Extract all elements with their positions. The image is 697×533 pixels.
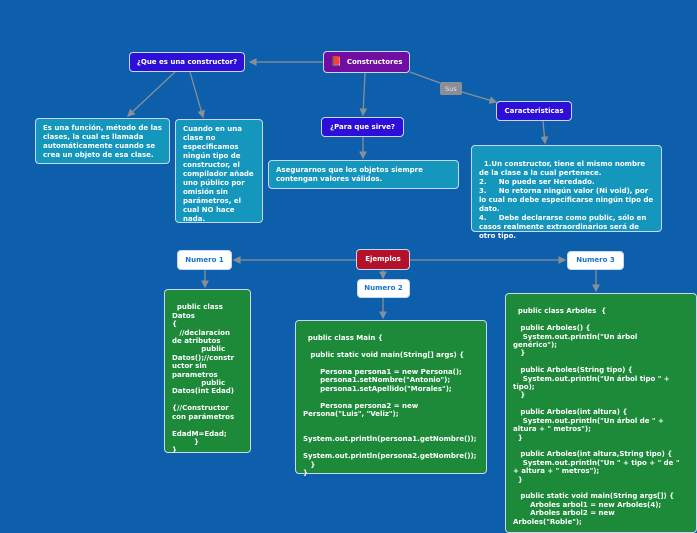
relation-text: Sus [445,84,457,93]
topic-ejemplos[interactable]: Ejemplos [356,249,410,270]
topic-label: ¿Para que sirve? [330,122,395,131]
answer-text: Cuando en una clase no especificamos nin… [183,125,254,223]
edge-characteristics-text [540,120,549,145]
edge-sus-characteristics [461,91,498,104]
topic-para-que-sirve[interactable]: ¿Para que sirve? [321,117,404,137]
topic-label: Caracteristicas [504,106,564,115]
answer-purpose[interactable]: Asegurarnos que los objetos siempre cont… [268,160,459,189]
answer-text: Es una función, método de las clases, la… [43,124,162,159]
example-label: Numero 1 [185,255,224,264]
topic-que-es-constructor[interactable]: ¿Que es una constructor? [129,52,245,72]
answer-text: Asegurarnos que los objetos siempre cont… [276,165,423,183]
code-block-numero-1[interactable]: public class Datos { //declaracion de at… [164,289,251,455]
code-text: public class Main { public static void m… [303,334,477,477]
edge-what-answer1 [127,71,176,117]
characteristics-text: 1.Un constructor, tiene el mismo nombre … [479,160,654,240]
example-numero-2[interactable]: Numero 2 [357,279,410,298]
edge-what-answer2 [189,71,205,119]
topic-label: ¿Que es una constructor? [136,57,238,66]
code-block-numero-2[interactable]: public class Main { public static void m… [295,320,487,477]
answer-default-constructor[interactable]: Cuando en una clase no especificamos nin… [175,119,263,223]
edge-central-sus [409,71,441,84]
central-topic-constructores[interactable]: 📕 Constructores [323,51,410,73]
book-icon: 📕 [330,56,342,67]
topic-label: Ejemplos [365,255,401,263]
example-label: Numero 2 [364,284,403,292]
characteristics-list[interactable]: 1.Un constructor, tiene el mismo nombre … [471,145,662,240]
example-numero-3[interactable]: Numero 3 [567,251,624,270]
code-text: public class Datos { //declaracion de at… [172,303,235,455]
relation-label-sus: Sus [440,82,462,95]
code-text: public class Arboles { public Arboles() … [513,307,680,526]
code-block-numero-3[interactable]: public class Arboles { public Arboles() … [505,293,697,533]
example-numero-1[interactable]: Numero 1 [177,250,232,270]
central-topic-label: Constructores [346,57,403,66]
edge-central-purpose [359,72,368,117]
answer-definition[interactable]: Es una función, método de las clases, la… [35,118,170,164]
topic-caracteristicas[interactable]: Caracteristicas [496,101,572,121]
example-label: Numero 3 [576,256,615,264]
